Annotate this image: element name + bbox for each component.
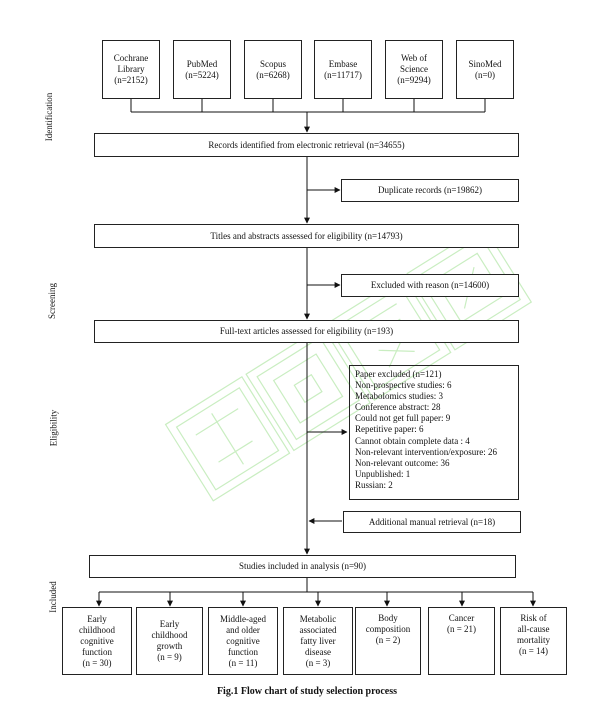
excluded-item: Russian: 2 bbox=[355, 479, 393, 490]
source-count: (n=5224) bbox=[185, 69, 219, 80]
stage-included: Included bbox=[47, 581, 58, 613]
outcome-body-composition: Body composition (n = 2) bbox=[355, 607, 421, 675]
stage-screening: Screening bbox=[47, 283, 57, 319]
source-name: SinoMed bbox=[468, 58, 502, 69]
excluded-item: Non-prospective studies: 6 bbox=[355, 380, 452, 391]
outcome-line: growth bbox=[156, 641, 183, 651]
outcome-count: (n = 30) bbox=[82, 657, 112, 668]
outcome-line: function bbox=[228, 646, 258, 657]
outcome-count: (n = 2) bbox=[375, 635, 401, 645]
source-count: (n=0) bbox=[474, 69, 496, 80]
stage-eligibility: Eligibility bbox=[48, 409, 59, 447]
excluded-item: Repetitive paper: 6 bbox=[355, 424, 424, 435]
source-name: PubMed bbox=[186, 58, 218, 69]
source-name: Embase bbox=[328, 58, 358, 69]
excluded-item: Unpublished: 1 bbox=[355, 468, 411, 479]
outcome-line: childhood bbox=[151, 630, 188, 640]
outcome-early-childhood-cognitive: Early childhood cognitive function (n = … bbox=[62, 607, 132, 675]
outcome-line: Risk of bbox=[520, 613, 547, 623]
outcome-line: function bbox=[82, 646, 112, 657]
excluded-item: Conference abstract: 28 bbox=[355, 402, 441, 413]
outcome-line: and older bbox=[226, 624, 260, 635]
figure-caption: Fig.1 Flow chart of study selection proc… bbox=[216, 686, 398, 697]
source-name: Scopus bbox=[259, 58, 286, 69]
outcome-line: Metabolic bbox=[299, 613, 337, 624]
outcome-line: composition bbox=[365, 624, 411, 634]
excluded-item: Paper excluded (n=121) bbox=[355, 369, 442, 379]
excluded-item: Non-relevant intervention/exposure: 26 bbox=[355, 446, 497, 457]
excluded-with-reason-box: Excluded with reason (n=14600) bbox=[341, 274, 519, 297]
outcome-all-cause-mortality: Risk of all-cause mortality (n = 14) bbox=[500, 607, 567, 675]
outcome-line: Body bbox=[378, 613, 398, 623]
outcome-line: mortality bbox=[517, 635, 550, 645]
source-web-of-science: Web of Science (n=9294) bbox=[385, 40, 443, 99]
source-cochrane: Cochrane Library (n=2152) bbox=[102, 40, 160, 99]
outcome-mafld: Metabolic associated fatty liver disease… bbox=[283, 607, 353, 675]
excluded-item: Metabolomics studies: 3 bbox=[355, 391, 443, 402]
additional-manual-retrieval-box: Additional manual retrieval (n=18) bbox=[343, 511, 521, 533]
excluded-item: Cannot obtain complete data : 4 bbox=[355, 435, 470, 446]
outcome-line: cognitive bbox=[80, 635, 114, 646]
excluded-item: Could not get full paper: 9 bbox=[355, 413, 451, 424]
stage-identification: Identification bbox=[44, 92, 55, 142]
outcome-line: Early bbox=[159, 619, 180, 629]
source-name: Web of bbox=[400, 53, 427, 63]
source-sinomed: SinoMed (n=0) bbox=[456, 40, 514, 99]
outcome-count: (n = 9) bbox=[157, 652, 182, 662]
source-count: (n=9294) bbox=[397, 75, 431, 85]
excluded-item: Non-relevant outcome: 36 bbox=[355, 457, 450, 468]
outcome-count: (n = 11) bbox=[228, 657, 258, 668]
paper-excluded-list: Paper excluded (n=121) Non-prospective s… bbox=[349, 365, 519, 500]
studies-included-box: Studies included in analysis (n=90) bbox=[89, 555, 516, 578]
source-count: (n=6268) bbox=[256, 69, 290, 80]
source-count: (n=11717) bbox=[324, 69, 362, 80]
outcome-cancer: Cancer (n = 21) bbox=[428, 607, 495, 675]
outcome-early-childhood-growth: Early childhood growth (n = 9) bbox=[136, 607, 203, 675]
outcome-line: all-cause bbox=[517, 624, 550, 634]
outcome-count: (n = 3) bbox=[305, 657, 331, 668]
outcome-line: Cancer bbox=[448, 613, 475, 623]
outcome-line: Early bbox=[87, 613, 107, 624]
outcome-line: associated bbox=[299, 624, 337, 635]
outcome-line: disease bbox=[305, 646, 331, 657]
source-embase: Embase (n=11717) bbox=[314, 40, 372, 99]
outcome-middle-aged-cognitive: Middle-aged and older cognitive function… bbox=[208, 607, 278, 675]
records-identified-box: Records identified from electronic retri… bbox=[94, 133, 519, 157]
duplicate-records-box: Duplicate records (n=19862) bbox=[341, 179, 519, 202]
outcome-line: fatty liver bbox=[300, 635, 336, 646]
source-pubmed: PubMed (n=5224) bbox=[173, 40, 231, 99]
outcome-line: cognitive bbox=[226, 635, 260, 646]
source-name: Cochrane bbox=[113, 53, 149, 63]
source-name-2: Library bbox=[117, 64, 145, 74]
outcome-line: Middle-aged bbox=[220, 613, 266, 624]
source-count: (n=2152) bbox=[114, 75, 148, 85]
titles-abstracts-box: Titles and abstracts assessed for eligib… bbox=[94, 224, 519, 248]
outcome-line: childhood bbox=[79, 624, 115, 635]
outcome-count: (n = 14) bbox=[518, 646, 549, 656]
source-scopus: Scopus (n=6268) bbox=[244, 40, 302, 99]
outcome-count: (n = 21) bbox=[446, 624, 477, 634]
source-name-2: Science bbox=[400, 64, 428, 74]
full-text-box: Full-text articles assessed for eligibil… bbox=[94, 320, 519, 343]
